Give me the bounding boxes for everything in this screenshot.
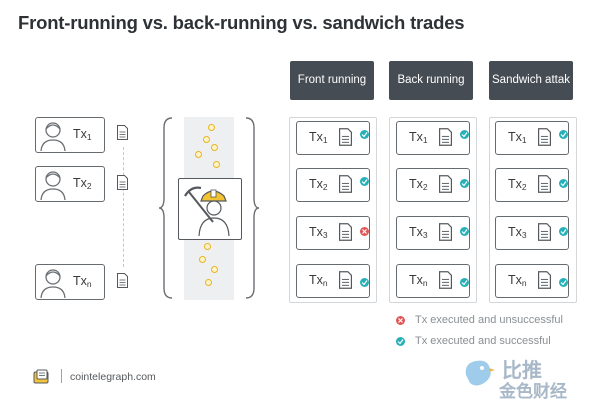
coin-icon: [195, 151, 202, 158]
document-icon: [339, 128, 352, 146]
document-icon: [117, 125, 128, 140]
column-tx-card: Tx2: [396, 168, 470, 202]
tx-label: Tx1: [309, 130, 328, 145]
column-header-front-running: Front running: [290, 61, 374, 100]
column-tx-card: Tx1: [396, 121, 470, 155]
document-icon: [439, 271, 452, 289]
coin-icon: [211, 144, 218, 151]
tx-label: Tx3: [508, 225, 527, 240]
tx-label: Tx1: [73, 127, 92, 142]
tx-label: Tx3: [409, 225, 428, 240]
watermark-top-text: 比推: [502, 360, 542, 382]
tx-label: Txn: [508, 273, 527, 288]
success-check-icon: [559, 278, 568, 287]
miner-icon: [184, 186, 230, 236]
document-icon: [538, 223, 551, 241]
coin-icon: [203, 136, 210, 143]
miner-card: [178, 178, 242, 240]
success-check-icon: [460, 179, 469, 188]
queue-tx-card: Tx2: [35, 166, 105, 202]
coin-icon: [204, 243, 211, 250]
tx-label: Txn: [73, 274, 92, 289]
tx-label: Tx1: [508, 130, 527, 145]
document-icon: [117, 175, 128, 190]
left-brace-icon: [158, 117, 173, 299]
document-icon: [117, 273, 128, 288]
tx-label: Tx2: [409, 177, 428, 192]
bird-logo-icon: [465, 360, 495, 386]
page-title: Front-running vs. back-running vs. sandw…: [18, 12, 465, 33]
column-tx-card: Tx2: [495, 168, 569, 202]
coin-icon: [213, 161, 220, 168]
fail-x-icon: [396, 316, 405, 325]
document-icon: [439, 223, 452, 241]
queue-connector: [123, 147, 124, 267]
success-check-icon: [559, 227, 568, 236]
success-check-icon: [559, 130, 568, 139]
coin-icon: [205, 279, 212, 286]
legend-fail-label: Tx executed and unsuccessful: [415, 314, 563, 326]
column-tx-card: Txn: [296, 264, 370, 298]
tx-label: Tx2: [309, 177, 328, 192]
success-check-icon: [360, 130, 369, 139]
fail-x-icon: [360, 227, 369, 236]
user-avatar-icon: [40, 171, 66, 200]
coin-icon: [211, 266, 218, 273]
source-text: cointelegraph.com: [70, 371, 156, 383]
column-tx-card: Tx1: [495, 121, 569, 155]
user-avatar-icon: [40, 122, 66, 151]
success-check-icon: [559, 179, 568, 188]
legend-success-label: Tx executed and successful: [415, 335, 551, 347]
column-tx-card: Tx3: [296, 216, 370, 250]
document-icon: [439, 128, 452, 146]
watermark-bottom-text: 金色财经: [499, 382, 567, 401]
tx-label: Tx3: [309, 225, 328, 240]
column-tx-card: Tx1: [296, 121, 370, 155]
column-header-back-running: Back running: [389, 61, 473, 100]
column-header-sandwich-attack: Sandwich attak: [489, 61, 573, 100]
column-tx-card: Tx3: [396, 216, 470, 250]
column-tx-card: Txn: [396, 264, 470, 298]
column-tx-card: Txn: [495, 264, 569, 298]
success-check-icon: [396, 337, 405, 346]
document-icon: [339, 175, 352, 193]
success-check-icon: [360, 278, 369, 287]
success-check-icon: [360, 177, 369, 186]
document-icon: [339, 223, 352, 241]
tx-label: Txn: [309, 273, 328, 288]
tx-label: Txn: [409, 273, 428, 288]
coin-icon: [208, 124, 215, 131]
success-check-icon: [460, 227, 469, 236]
column-tx-card: Tx2: [296, 168, 370, 202]
success-check-icon: [460, 278, 469, 287]
column-tx-card: Tx3: [495, 216, 569, 250]
user-avatar-icon: [40, 269, 66, 298]
tx-label: Tx1: [409, 130, 428, 145]
cointelegraph-logo-icon: [33, 369, 49, 384]
document-icon: [538, 128, 551, 146]
tx-label: Tx2: [73, 176, 92, 191]
document-icon: [538, 271, 551, 289]
footer-divider: [61, 369, 62, 383]
document-icon: [538, 175, 551, 193]
queue-tx-card: Txn: [35, 264, 105, 300]
document-icon: [339, 271, 352, 289]
queue-tx-card: Tx1: [35, 117, 105, 153]
right-brace-icon: [245, 117, 260, 299]
document-icon: [439, 175, 452, 193]
tx-label: Tx2: [508, 177, 527, 192]
coin-icon: [199, 256, 206, 263]
success-check-icon: [460, 130, 469, 139]
